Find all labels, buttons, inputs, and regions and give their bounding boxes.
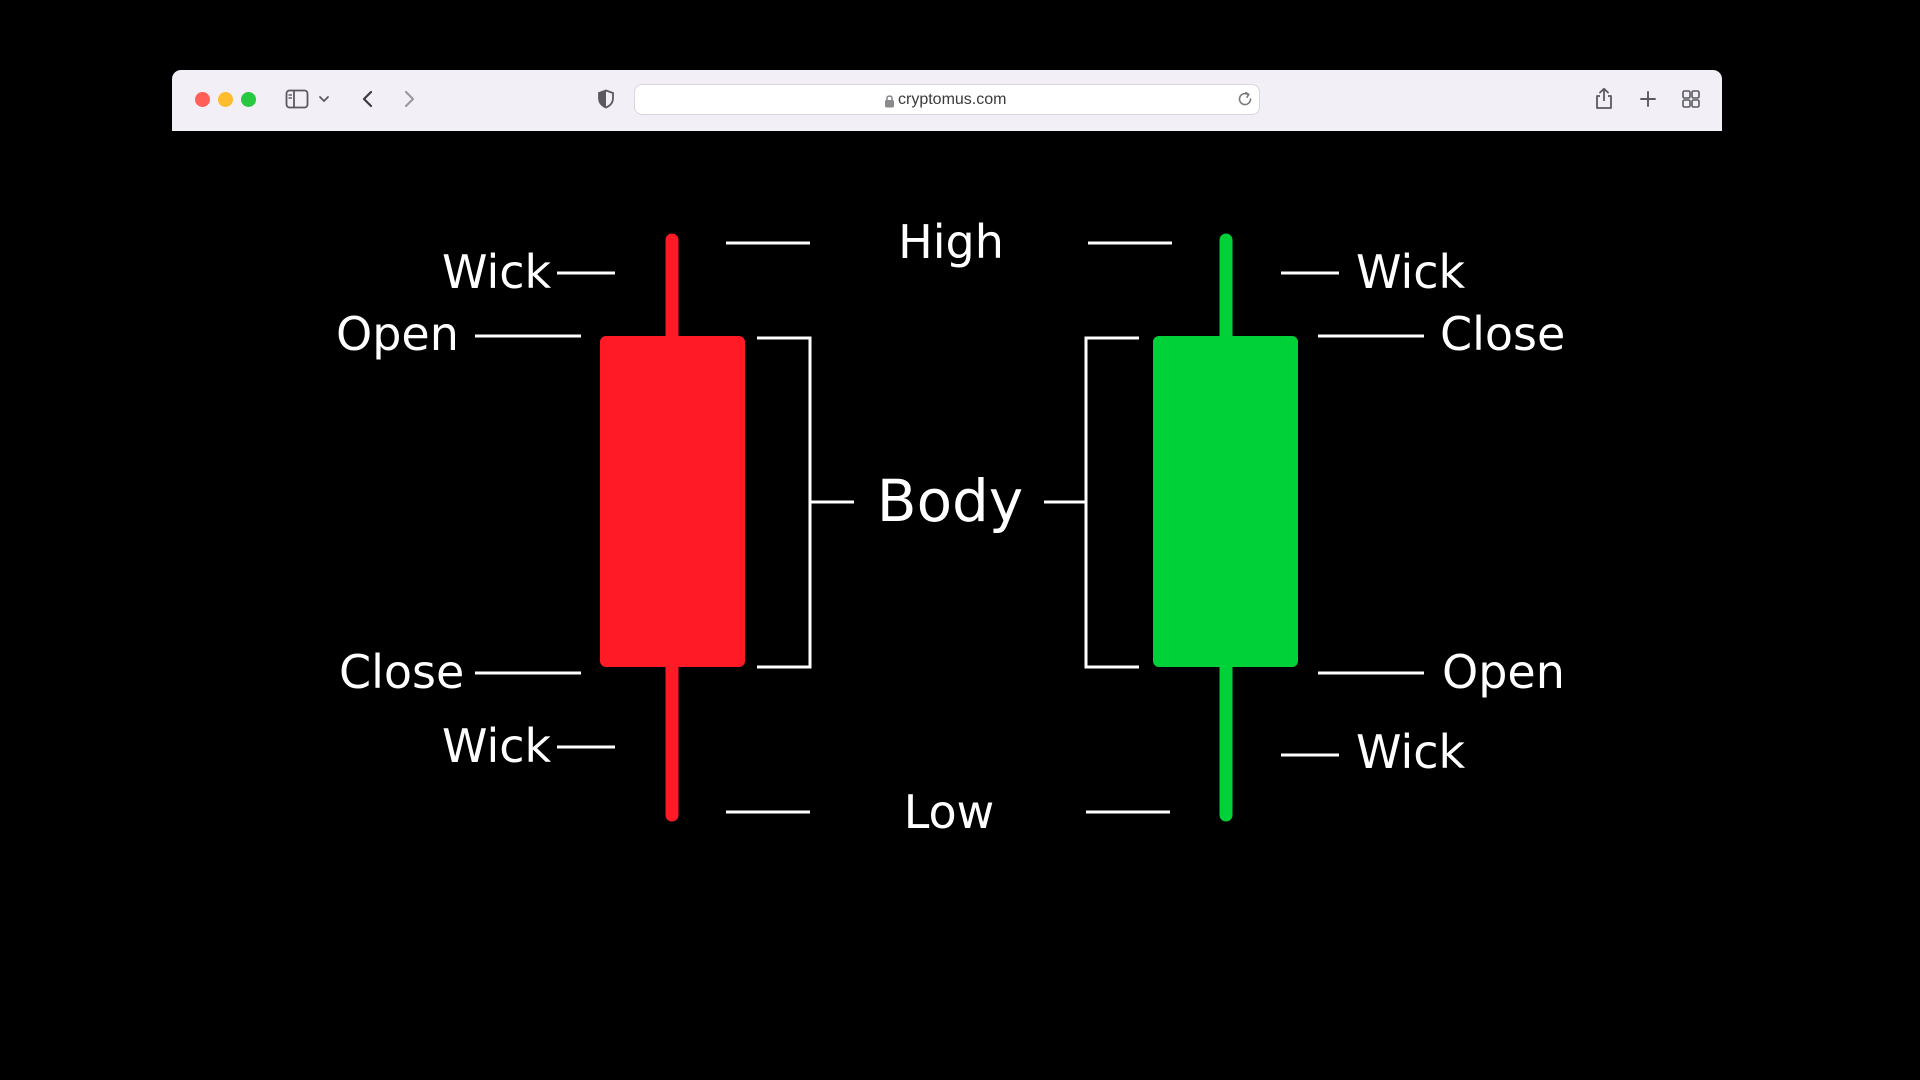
body-label: Body bbox=[877, 467, 1023, 535]
chevron-down-icon[interactable] bbox=[316, 86, 332, 112]
bearish-wick-top-label: Wick bbox=[442, 245, 552, 299]
bullish-open-label: Open bbox=[1442, 645, 1565, 699]
bullish-wick-bottom-label: Wick bbox=[1356, 725, 1466, 779]
bullish-close-label: Close bbox=[1440, 307, 1565, 361]
low-label: Low bbox=[904, 785, 995, 839]
bearish-body bbox=[600, 336, 745, 667]
reload-icon[interactable] bbox=[1236, 90, 1254, 112]
shield-icon[interactable] bbox=[593, 86, 619, 112]
bullish-body bbox=[1153, 336, 1298, 667]
tab-overview-icon[interactable] bbox=[1678, 86, 1704, 112]
new-tab-icon[interactable] bbox=[1635, 86, 1661, 112]
bullish-candle bbox=[1153, 233, 1298, 822]
body-bracket-left bbox=[757, 336, 812, 669]
bearish-wick-bottom-label: Wick bbox=[442, 719, 552, 773]
forward-icon[interactable] bbox=[396, 86, 422, 112]
back-icon[interactable] bbox=[355, 86, 381, 112]
body-bracket-right bbox=[1084, 336, 1139, 669]
address-bar-url: cryptomus.com bbox=[898, 91, 1007, 108]
address-bar[interactable] bbox=[634, 84, 1260, 115]
sidebar-icon[interactable] bbox=[284, 86, 310, 112]
bullish-wick-top-label: Wick bbox=[1356, 245, 1466, 299]
minimize-window-button[interactable] bbox=[218, 92, 233, 107]
bearish-close-label: Close bbox=[339, 645, 464, 699]
high-label: High bbox=[898, 215, 1004, 269]
leader-lines bbox=[475, 241, 1424, 814]
maximize-window-button[interactable] bbox=[241, 92, 256, 107]
close-window-button[interactable] bbox=[195, 92, 210, 107]
bearish-open-label: Open bbox=[336, 307, 459, 361]
bearish-candle bbox=[600, 233, 745, 822]
share-icon[interactable] bbox=[1591, 86, 1617, 112]
lock-icon bbox=[884, 93, 895, 112]
